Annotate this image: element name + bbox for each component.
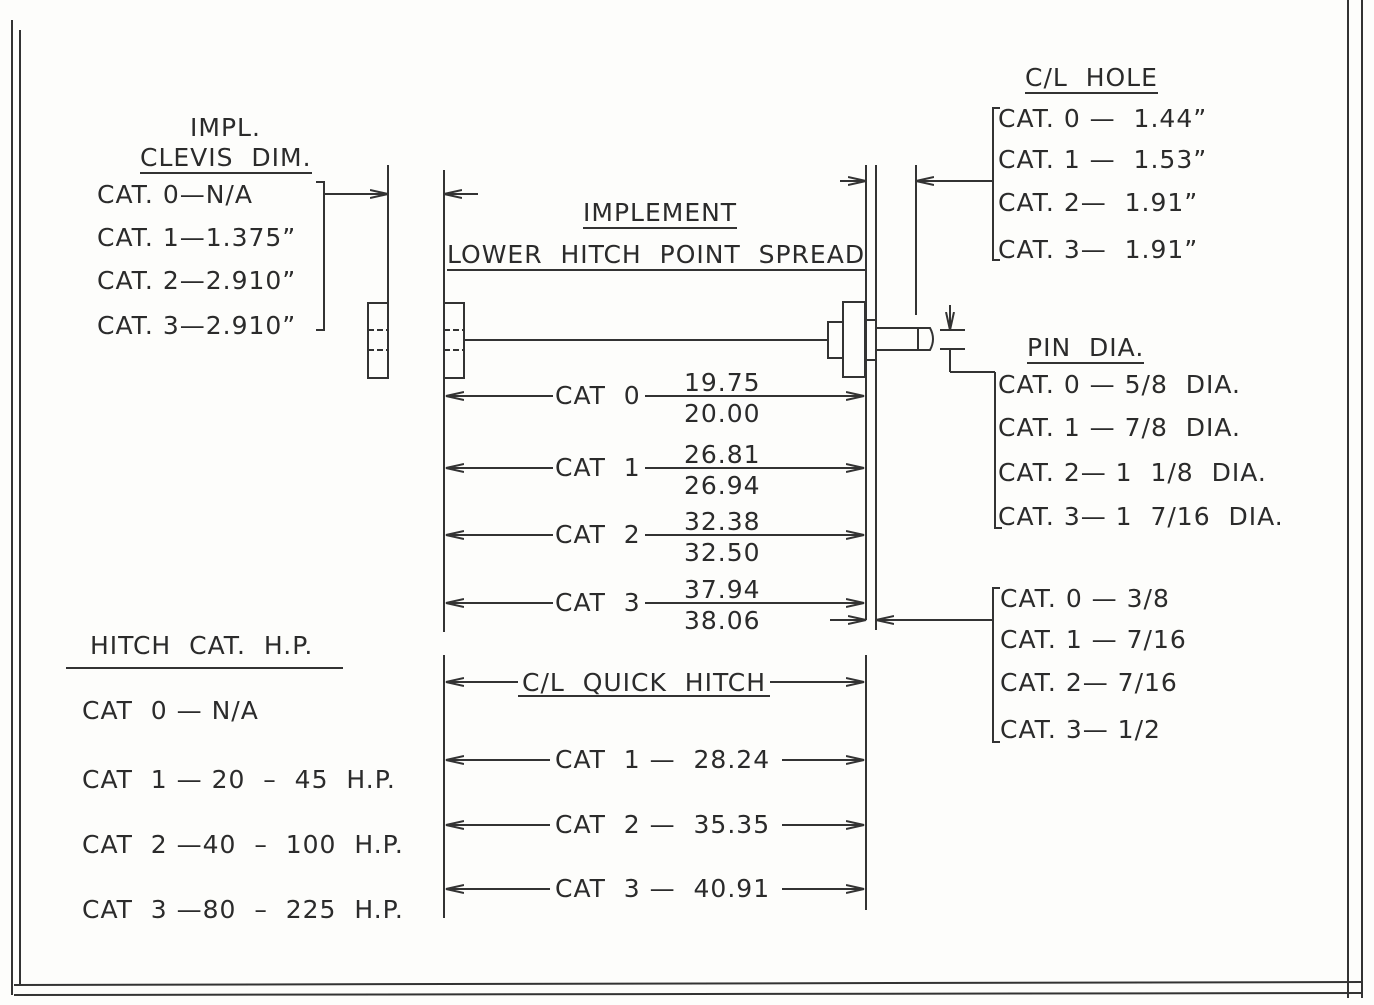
quick-hitch-row: CAT 1 — 28.24 xyxy=(555,745,771,774)
hitch-hp-row: CAT 2 —40 – 100 H.P. xyxy=(82,830,404,859)
hitch-hp-row: CAT 0 — N/A xyxy=(82,696,259,725)
offset-row: CAT. 2— 7/16 xyxy=(1000,668,1178,697)
spread-row-max: 32.50 xyxy=(684,538,761,567)
clevis-block-right xyxy=(443,302,465,379)
washer xyxy=(842,301,866,378)
spread-row-max: 26.94 xyxy=(684,471,761,500)
spread-row-min: 32.38 xyxy=(684,507,761,536)
quick-hitch-title: C/L QUICK HITCH xyxy=(518,670,771,697)
clevis-row: CAT. 3—2.910” xyxy=(97,311,297,340)
border-bottom-inner xyxy=(13,981,1363,986)
hitch-hp-title: HITCH CAT. H.P. xyxy=(90,631,314,660)
pin-collar xyxy=(865,319,877,361)
hitch-hp-row: CAT 3 —80 – 225 H.P. xyxy=(82,895,404,924)
cl-hole-row: CAT. 3— 1.91” xyxy=(998,235,1199,264)
clevis-row: CAT. 0—N/A xyxy=(97,180,253,209)
spread-row-max: 38.06 xyxy=(684,606,761,635)
pin-dia-row: CAT. 1 — 7/8 DIA. xyxy=(998,413,1241,442)
pin-dia-title: PIN DIA. xyxy=(1027,333,1145,364)
spread-row-max: 20.00 xyxy=(684,399,761,428)
hitch-title-line2: LOWER HITCH POINT SPREAD xyxy=(447,240,866,271)
spread-row-label: CAT 2 xyxy=(555,520,641,549)
clevis-bracket xyxy=(316,181,325,331)
pin-dia-row: CAT. 3— 1 7/16 DIA. xyxy=(998,502,1284,531)
cl-hole-row: CAT. 2— 1.91” xyxy=(998,188,1199,217)
spread-row-min: 26.81 xyxy=(684,440,761,469)
pin-dia-bracket xyxy=(994,372,1002,529)
quick-hitch-row: CAT 3 — 40.91 xyxy=(555,874,771,903)
spread-row-label: CAT 0 xyxy=(555,381,641,410)
cl-hole-title: C/L HOLE xyxy=(1025,63,1158,94)
spread-row-min: 37.94 xyxy=(684,575,761,604)
clevis-title-line1: IMPL. xyxy=(190,113,261,142)
cl-hole-bracket xyxy=(992,107,1000,261)
offset-bracket xyxy=(992,587,1000,743)
cl-hole-row: CAT. 0 — 1.44” xyxy=(998,104,1208,133)
hitch-title-line1: IMPLEMENT xyxy=(583,198,738,229)
clevis-title-line2: CLEVIS DIM. xyxy=(140,143,312,174)
offset-row: CAT. 3— 1/2 xyxy=(1000,715,1161,744)
clevis-row: CAT. 1—1.375” xyxy=(97,223,297,252)
pin-tip xyxy=(918,327,934,351)
hitch-hp-row: CAT 1 — 20 – 45 H.P. xyxy=(82,765,396,794)
quick-hitch-row: CAT 2 — 35.35 xyxy=(555,810,771,839)
pin-dia-row: CAT. 0 — 5/8 DIA. xyxy=(998,370,1241,399)
pin-dia-row: CAT. 2— 1 1/8 DIA. xyxy=(998,458,1267,487)
spread-row-min: 19.75 xyxy=(684,368,761,397)
offset-row: CAT. 1 — 7/16 xyxy=(1000,625,1187,654)
border-bottom-outer xyxy=(13,992,1363,996)
cl-hole-row: CAT. 1 — 1.53” xyxy=(998,145,1208,174)
clevis-block-left xyxy=(367,302,389,379)
nut xyxy=(827,321,844,359)
clevis-row: CAT. 2—2.910” xyxy=(97,266,297,295)
offset-row: CAT. 0 — 3/8 xyxy=(1000,584,1170,613)
pin-shaft xyxy=(875,327,919,351)
spread-row-label: CAT 1 xyxy=(555,453,641,482)
spread-row-label: CAT 3 xyxy=(555,588,641,617)
